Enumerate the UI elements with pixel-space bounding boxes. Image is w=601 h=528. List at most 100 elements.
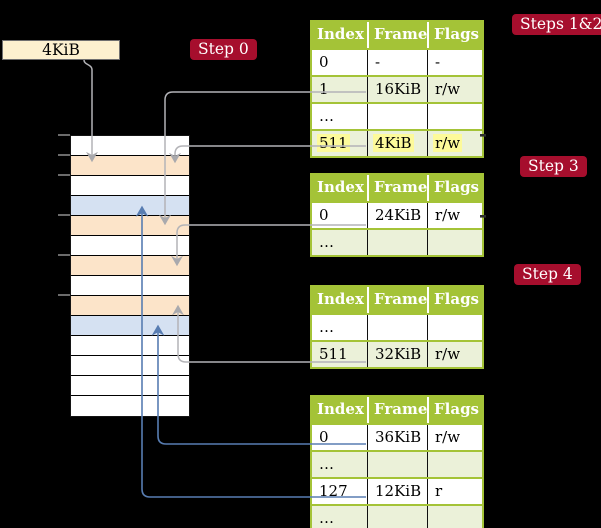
cell-flags: r/w: [427, 77, 482, 102]
cell-text: [433, 455, 437, 473]
cell-frame: [367, 104, 427, 129]
cell-text: 1: [319, 80, 329, 98]
column-header-flags: Flags: [427, 175, 482, 201]
cell-index: 1: [312, 77, 367, 102]
memory-frame: [71, 276, 189, 296]
column-header-frame: Frame: [367, 397, 427, 423]
cell-text: …: [319, 233, 334, 251]
column-header-frame: Frame: [367, 22, 427, 48]
cell-frame: -: [367, 50, 427, 75]
cell-text: 12KiB: [375, 482, 422, 500]
column-header-index: Index: [317, 400, 364, 418]
badge-step-3: Step 3: [520, 156, 587, 177]
memory-address-ticks: [58, 134, 70, 296]
table-row: …: [312, 228, 482, 255]
cell-text: -: [375, 53, 381, 71]
cell-text: r/w: [435, 206, 461, 224]
memory-frame: [71, 156, 189, 176]
cell-text: [373, 107, 377, 125]
cell-text: 32KiB: [375, 345, 422, 363]
table-header: Index Frame Flags: [312, 22, 482, 48]
cell-text: r: [435, 482, 443, 500]
cell-frame: 24KiB: [367, 203, 427, 228]
cell-text: r/w: [433, 134, 463, 152]
cell-frame: [367, 230, 427, 255]
cell-text: r/w: [435, 428, 461, 446]
column-header-index: Index: [317, 178, 364, 196]
cell-frame: 16KiB: [367, 77, 427, 102]
table-header: Index Frame Flags: [312, 397, 482, 423]
column-header-frame: Frame: [367, 287, 427, 313]
cell-index: …: [312, 315, 367, 340]
cell-frame: [367, 452, 427, 477]
table-row: …: [312, 102, 482, 129]
physical-memory-column: [70, 135, 190, 417]
cell-text: [373, 455, 377, 473]
column-header-frame: Frame: [367, 175, 427, 201]
badge-step-0: Step 0: [190, 39, 257, 60]
column-header-index: Index: [317, 25, 364, 43]
cell-frame: 32KiB: [367, 342, 427, 367]
table-header: Index Frame Flags: [312, 287, 482, 313]
cell-text: 0: [319, 428, 329, 446]
cell-text: …: [319, 318, 334, 336]
memory-frame: [71, 236, 189, 256]
cell-flags: [427, 506, 482, 528]
page-table-level2: Index Frame Flags … 511 32KiB r/w: [310, 285, 484, 369]
cell-flags: r/w: [427, 425, 482, 450]
cell-frame: 4KiB: [367, 131, 427, 156]
cell-text: [433, 509, 437, 527]
memory-frame: [71, 376, 189, 396]
cell-index: 511: [312, 342, 367, 367]
table-row: 0 24KiB r/w: [312, 201, 482, 228]
cell-flags: [427, 230, 482, 255]
cell-text: [433, 318, 437, 336]
cell-text: [373, 509, 377, 527]
cell-text: r/w: [435, 80, 461, 98]
cell-text: 511: [317, 134, 350, 152]
page-table-level1: Index Frame Flags 0 24KiB r/w …: [310, 173, 484, 257]
cell-text: [433, 233, 437, 251]
memory-frame: [71, 356, 189, 376]
cell-text: …: [319, 455, 334, 473]
memory-frame: [71, 176, 189, 196]
memory-frame: [71, 256, 189, 276]
cell-flags: -: [427, 50, 482, 75]
cell-flags: [427, 104, 482, 129]
cell-text: 0: [319, 53, 329, 71]
cell-index: 0: [312, 50, 367, 75]
cell-text: 4KiB: [373, 134, 414, 152]
memory-frame: [71, 336, 189, 356]
cell-index: 511: [312, 131, 367, 156]
cell-text: [433, 107, 437, 125]
cell-text: 511: [319, 345, 348, 363]
table-row: 0 - -: [312, 48, 482, 75]
page-table-level3: Index Frame Flags 0 36KiB r/w … 127 12Ki…: [310, 395, 484, 528]
cell-text: -: [435, 53, 441, 71]
page-table-level0: Index Frame Flags 0 - - 1 16KiB r/w … 51…: [310, 20, 484, 158]
cell-index: 0: [312, 203, 367, 228]
memory-frame: [71, 216, 189, 236]
cell-index: 0: [312, 425, 367, 450]
cell-frame: 12KiB: [367, 479, 427, 504]
table-row: …: [312, 450, 482, 477]
memory-frame: [71, 296, 189, 316]
cell-flags: [427, 452, 482, 477]
cell-flags: r/w: [427, 203, 482, 228]
badge-step-4: Step 4: [514, 264, 581, 285]
cell-text: 127: [319, 482, 348, 500]
cell-text: r/w: [435, 345, 461, 363]
cell-index: …: [312, 452, 367, 477]
column-header-flags: Flags: [427, 22, 482, 48]
column-header-index: Index: [317, 290, 364, 308]
table-row: 1 16KiB r/w: [312, 75, 482, 102]
cell-text: …: [319, 107, 334, 125]
table-row-highlighted: 511 4KiB r/w: [312, 129, 482, 156]
memory-frame: [71, 316, 189, 336]
table-row: 511 32KiB r/w: [312, 340, 482, 367]
cell-text: [373, 233, 377, 251]
cell-flags: r/w: [427, 342, 482, 367]
cell-frame: [367, 315, 427, 340]
table-row: 0 36KiB r/w: [312, 423, 482, 450]
